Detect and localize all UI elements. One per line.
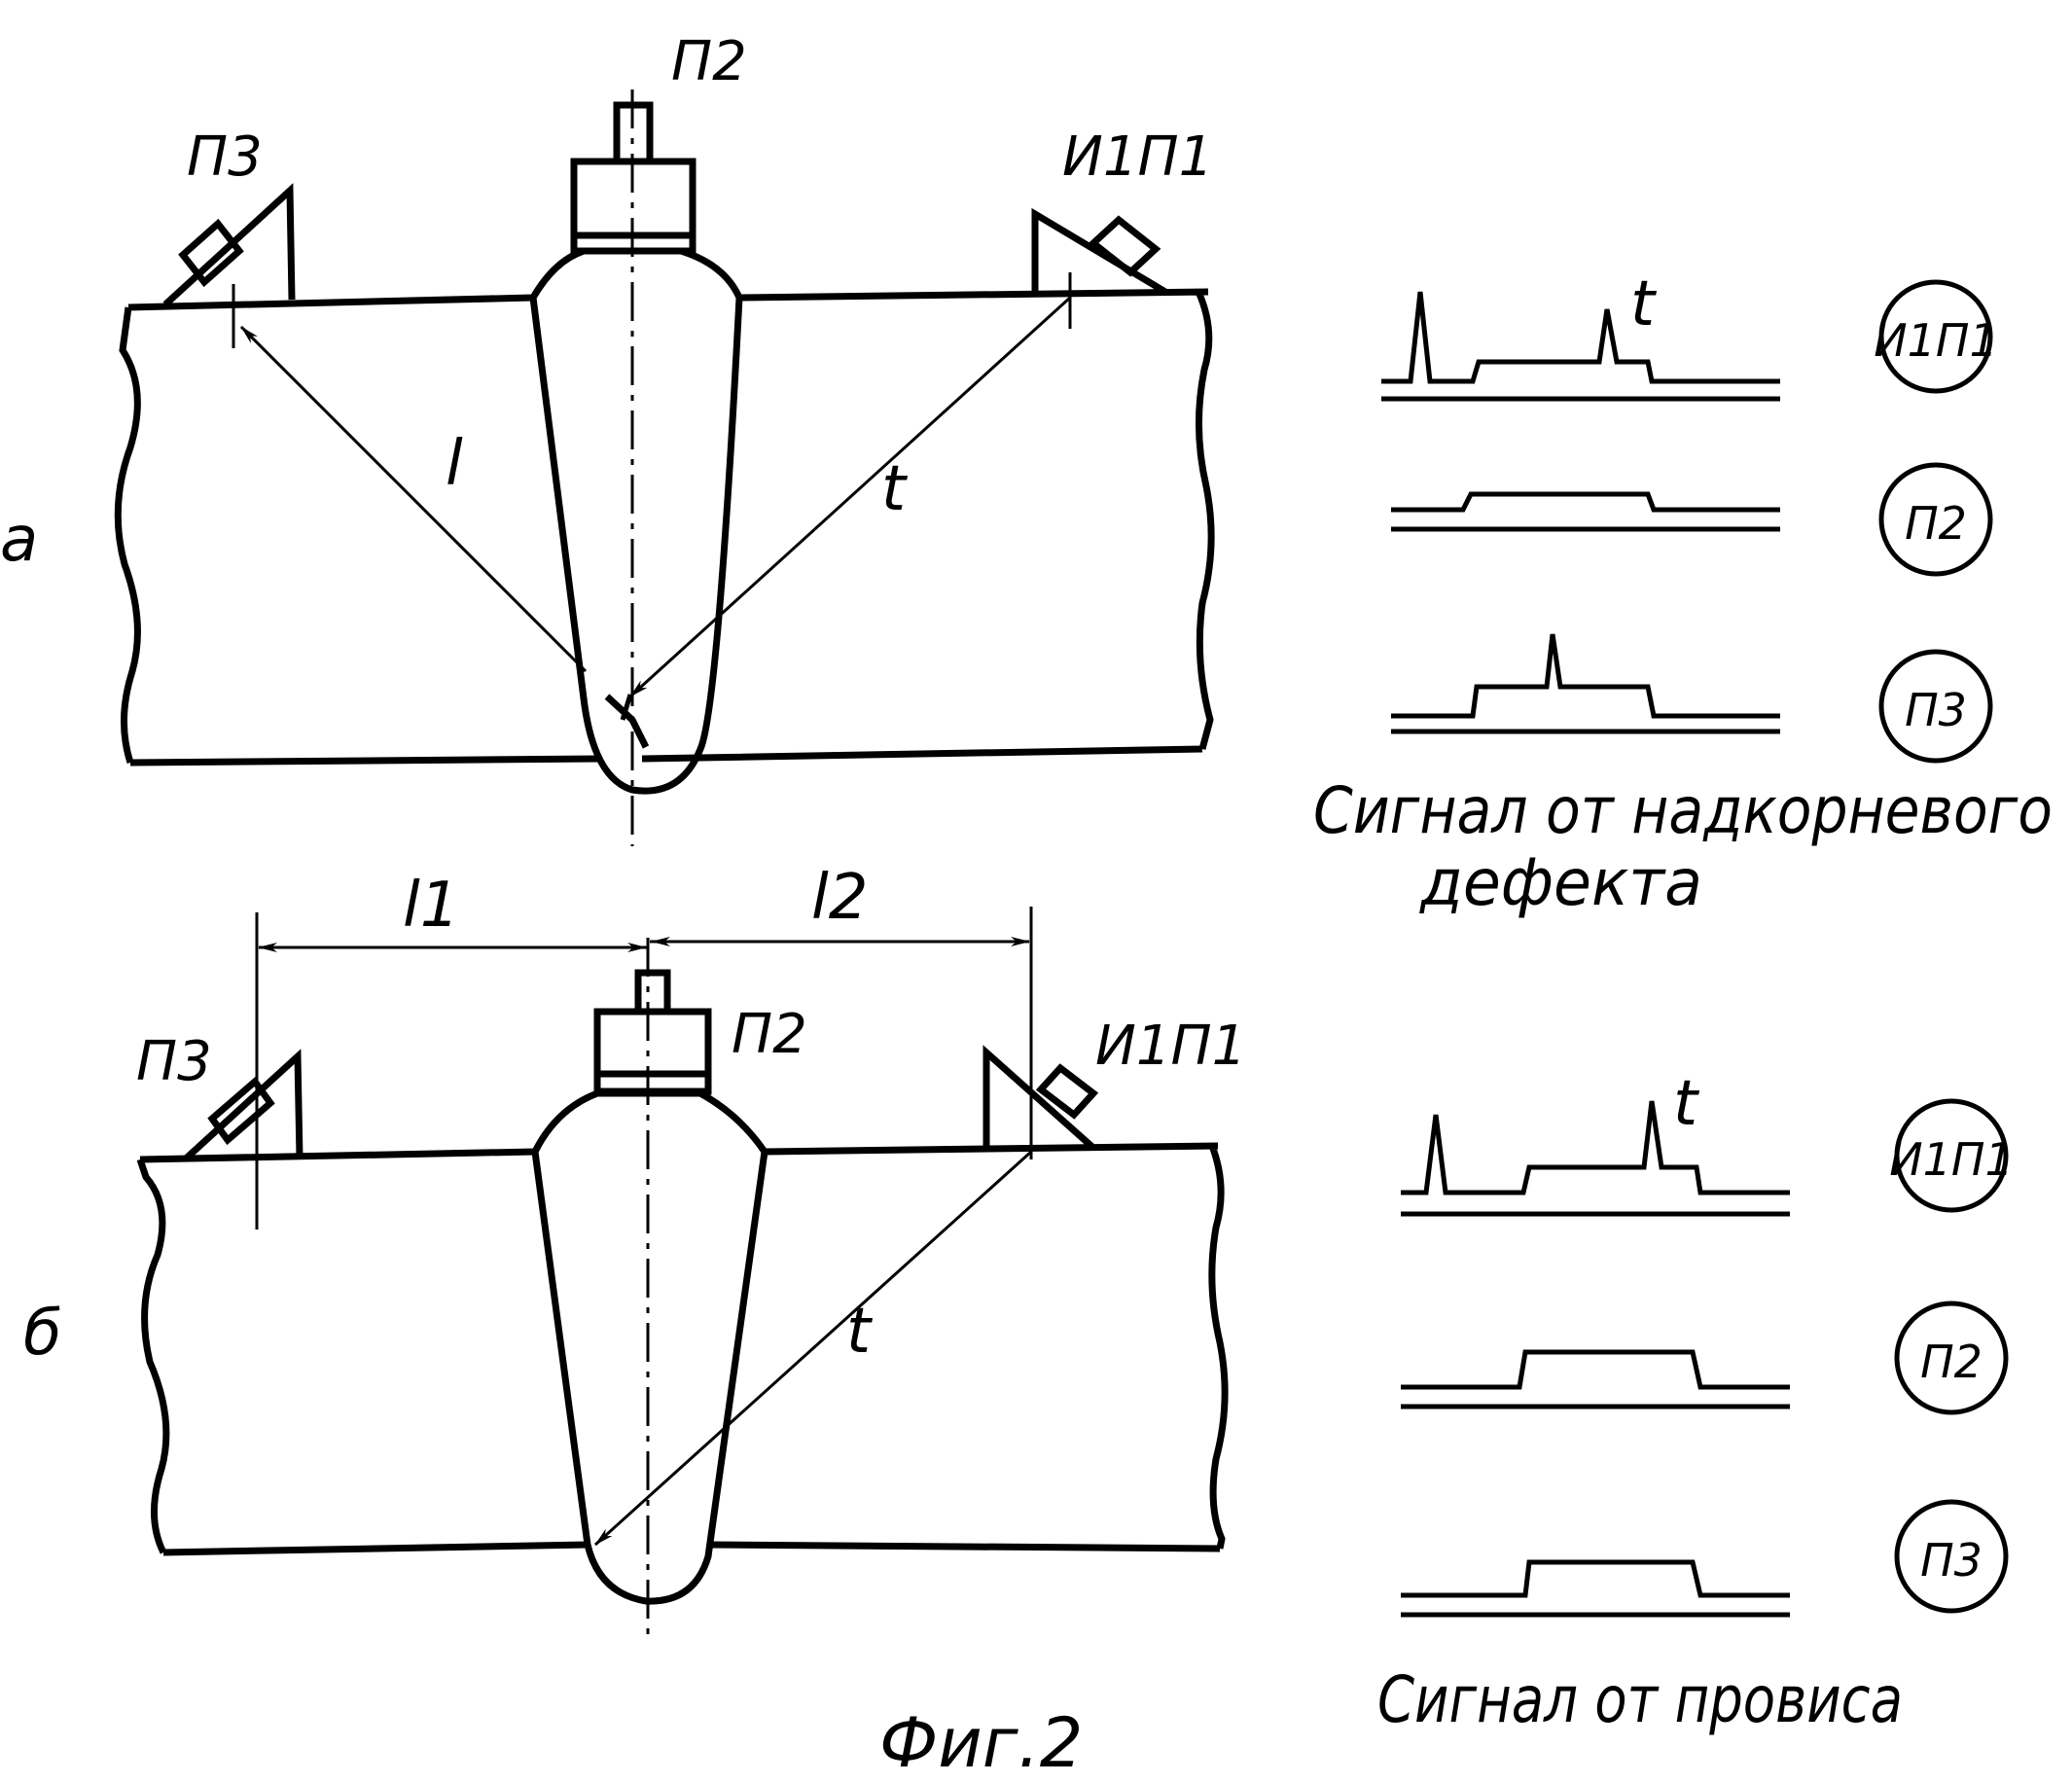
signals-b: t И1П1 П2 П3 Сигнал от провиса	[1377, 1068, 2014, 1737]
marker-t-b: t	[1673, 1068, 1700, 1140]
label-p2-b: П2	[732, 1003, 807, 1066]
channel-p2-a: П2	[1905, 497, 1967, 550]
label-t-b: t	[846, 1296, 874, 1368]
channel-p2-b: П2	[1920, 1336, 1983, 1388]
label-l2: l2	[811, 862, 869, 934]
label-p3-b: П3	[136, 1030, 212, 1093]
panel-a: П2 П3 И1П1 l t a	[0, 30, 1215, 846]
caption-b: Сигнал от провиса	[1377, 1662, 1903, 1737]
weld-b	[531, 1089, 768, 1605]
trace-p3-b: П3	[1401, 1499, 2009, 1618]
plate-a	[114, 288, 1215, 767]
probe-ip1-b	[982, 1045, 1099, 1151]
probe-p2-a	[570, 101, 697, 255]
label-ip1-b: И1П1	[1095, 1015, 1246, 1078]
marker-t-a: t	[1630, 268, 1658, 340]
panel-letter-a: a	[0, 504, 38, 576]
label-t-a: t	[881, 453, 909, 525]
caption-a-line1: Сигнал от надкорневого	[1313, 773, 2053, 848]
trace-p2-b: П2	[1401, 1301, 2009, 1415]
trace-ip1-a: t И1П1	[1381, 268, 1998, 402]
label-l1: l1	[403, 870, 460, 942]
trace-p2-a: П2	[1391, 462, 1993, 577]
trace-p3-a: П3	[1391, 633, 1993, 764]
channel-ip1-a: И1П1	[1874, 314, 1998, 367]
signals-a: t И1П1 П2 П3 Сигнал от надкорневого дефе…	[1313, 268, 2053, 920]
probe-p2-b	[593, 969, 712, 1095]
trace-ip1-b: t И1П1	[1401, 1068, 2014, 1217]
label-p3-a: П3	[187, 125, 263, 189]
path-t-a	[628, 296, 1072, 698]
label-ip1-a: И1П1	[1062, 125, 1213, 189]
probe-ip1-a	[1031, 207, 1167, 296]
probe-p3-a	[162, 183, 296, 307]
channel-p3-a: П3	[1905, 684, 1967, 736]
channel-ip1-b: И1П1	[1889, 1133, 2014, 1186]
caption-a-line2: дефекта	[1419, 845, 1702, 920]
probe-p3-b	[182, 1049, 304, 1162]
panel-letter-b: б	[23, 1298, 61, 1370]
path-t-b	[593, 1150, 1033, 1547]
label-p2-a: П2	[671, 30, 747, 93]
channel-p3-b: П3	[1920, 1534, 1983, 1587]
plate-b	[136, 1142, 1229, 1556]
figure-caption: Фиг.2	[879, 1703, 1083, 1783]
label-l-a: l	[446, 428, 463, 500]
path-l-a	[239, 325, 588, 673]
weld-a	[529, 247, 743, 795]
panel-b: П2 П3 И1П1 l1 l2 t б	[23, 862, 1246, 1644]
defect-a	[604, 694, 650, 749]
